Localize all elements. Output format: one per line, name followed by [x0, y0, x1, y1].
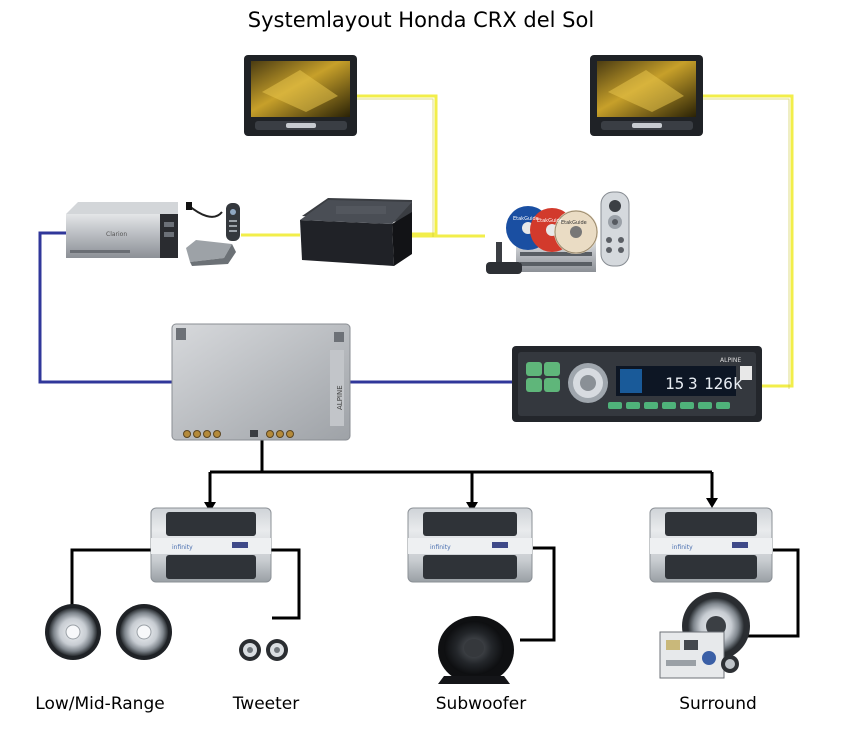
amp-right-brand: infinity — [672, 544, 693, 551]
disc-1-label: EtakGuide — [513, 216, 539, 222]
amp-left-brand: infinity — [172, 544, 193, 551]
head-unit-display-3: 126k — [704, 374, 743, 393]
processor-brand: ALPINE — [336, 385, 344, 410]
dvd-changer: Clarion — [66, 202, 178, 258]
arrow-amp-center — [466, 502, 478, 512]
link-dvd-to-processor — [38, 231, 172, 384]
amp-feed-lines — [208, 440, 714, 506]
video-cables — [241, 94, 794, 388]
label-subwoofer: Subwoofer — [435, 694, 527, 714]
speaker-low-mid-right — [116, 604, 172, 660]
speaker-subwoofer — [438, 616, 514, 684]
arrow-amp-left — [204, 502, 216, 512]
amplifier-center: infinity — [407, 507, 533, 583]
dvd-changer-brand: Clarion — [106, 231, 127, 238]
head-unit-display-1: 15 — [665, 374, 684, 393]
monitor-left — [244, 55, 357, 136]
arrow-amp-right — [706, 498, 718, 508]
head-unit: 15 3 126k ALPINE — [512, 346, 762, 422]
monitor-right — [590, 55, 703, 136]
interface-box — [300, 198, 412, 266]
head-unit-brand: ALPINE — [720, 357, 741, 364]
label-low-mid-range: Low/Mid-Range — [35, 694, 165, 714]
dvd-accessories — [186, 202, 240, 266]
amp-feed-arrows — [204, 498, 718, 512]
head-unit-display-2: 3 — [688, 374, 698, 393]
video-cable-right-monitor — [703, 94, 794, 388]
video-cable-left-monitor — [356, 94, 438, 236]
speaker-low-mid-left — [45, 604, 101, 660]
speaker-tweeters — [239, 639, 288, 661]
audio-processor: ALPINE — [171, 323, 351, 441]
diagram-title: Systemlayout Honda CRX del Sol — [247, 8, 595, 32]
amp-center-brand: infinity — [430, 544, 451, 551]
speaker-surround — [659, 592, 750, 679]
disc-2-label: EtakGuide — [537, 218, 563, 224]
amplifier-right: infinity — [649, 507, 773, 583]
speaker-wires — [70, 546, 800, 642]
label-surround: Surround — [679, 694, 757, 714]
label-tweeter: Tweeter — [232, 694, 300, 714]
disc-3-label: EtakGuide — [561, 220, 587, 226]
navigation-unit: EtakGuide EtakGuide EtakGuide — [486, 191, 630, 274]
amplifier-left: infinity — [150, 507, 272, 583]
processor-links — [38, 231, 512, 384]
